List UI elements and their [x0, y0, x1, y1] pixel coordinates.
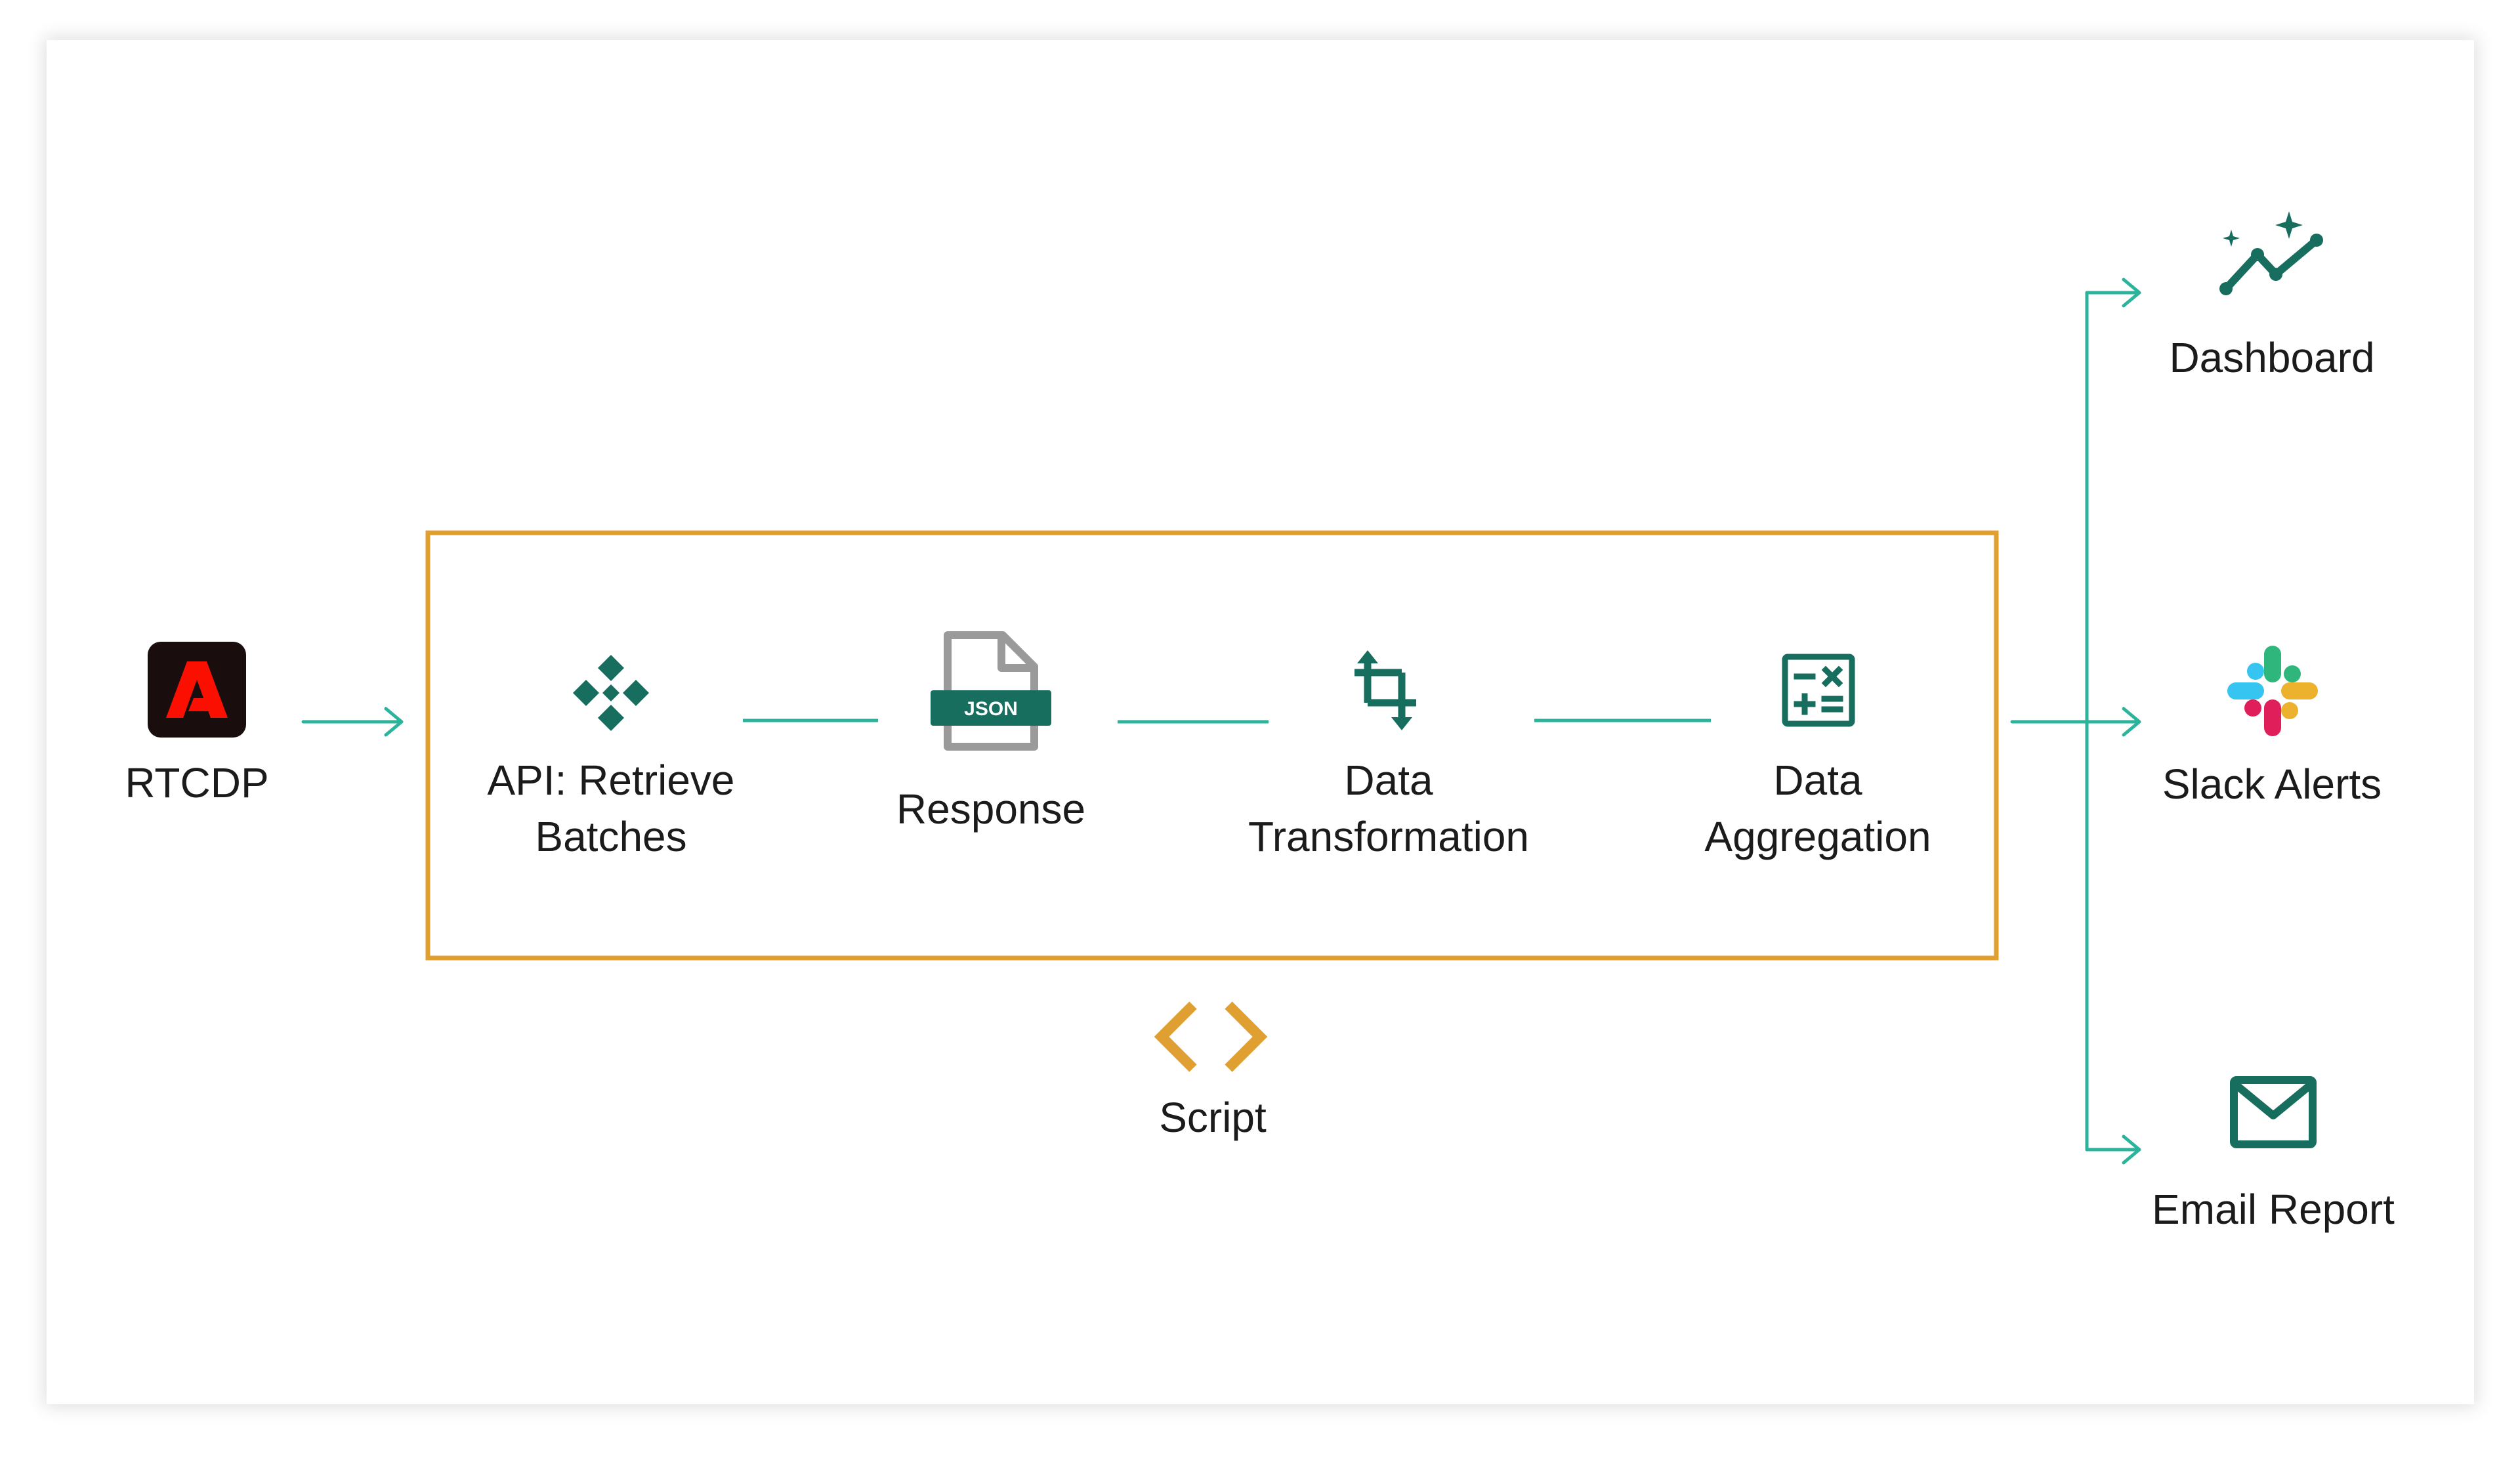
- step-transform-label-line1: Data: [1344, 757, 1433, 804]
- step-transform-label: Data Transformation: [1248, 752, 1529, 865]
- rtcdp-label: RTCDP: [125, 759, 269, 806]
- arrow-rtcdp-to-script: [301, 707, 404, 737]
- step-api-label: API: Retrieve Batches: [487, 752, 734, 865]
- slack-logo-icon: [2225, 643, 2320, 739]
- arrowhead-slack: [2122, 707, 2141, 737]
- step-aggregation-label-line2: Aggregation: [1704, 813, 1931, 860]
- step-api-label-line1: API: Retrieve: [487, 757, 735, 804]
- step-connectors: [743, 719, 1711, 724]
- json-badge-text: JSON: [964, 698, 1018, 720]
- arrowhead-dashboard: [2122, 278, 2141, 308]
- step-transform-label-line2: Transformation: [1248, 813, 1529, 860]
- output-dashboard-label: Dashboard: [2169, 334, 2375, 381]
- code-brackets-icon: [1150, 1000, 1272, 1073]
- step-aggregation-label: Data Aggregation: [1704, 752, 1931, 865]
- fanout-connectors: [2010, 278, 2141, 1165]
- envelope-icon: [2230, 1076, 2317, 1148]
- trend-sparkle-icon: [2212, 210, 2332, 295]
- step-aggregation-label-line1: Data: [1773, 757, 1862, 804]
- output-email-label: Email Report: [2152, 1186, 2395, 1233]
- output-slack-label: Slack Alerts: [2162, 760, 2382, 808]
- step-api-label-line2: Batches: [535, 813, 687, 860]
- calculator-icon: [1781, 653, 1856, 728]
- api-diamond-icon: [572, 654, 650, 732]
- script-label: Script: [1159, 1094, 1267, 1141]
- arrowhead-email: [2122, 1135, 2141, 1165]
- json-file-icon: JSON: [931, 631, 1051, 753]
- script-frame: [425, 530, 1999, 961]
- step-response-label: Response: [896, 785, 1086, 833]
- crop-transform-icon: [1348, 646, 1429, 734]
- adobe-logo-icon: [148, 642, 246, 738]
